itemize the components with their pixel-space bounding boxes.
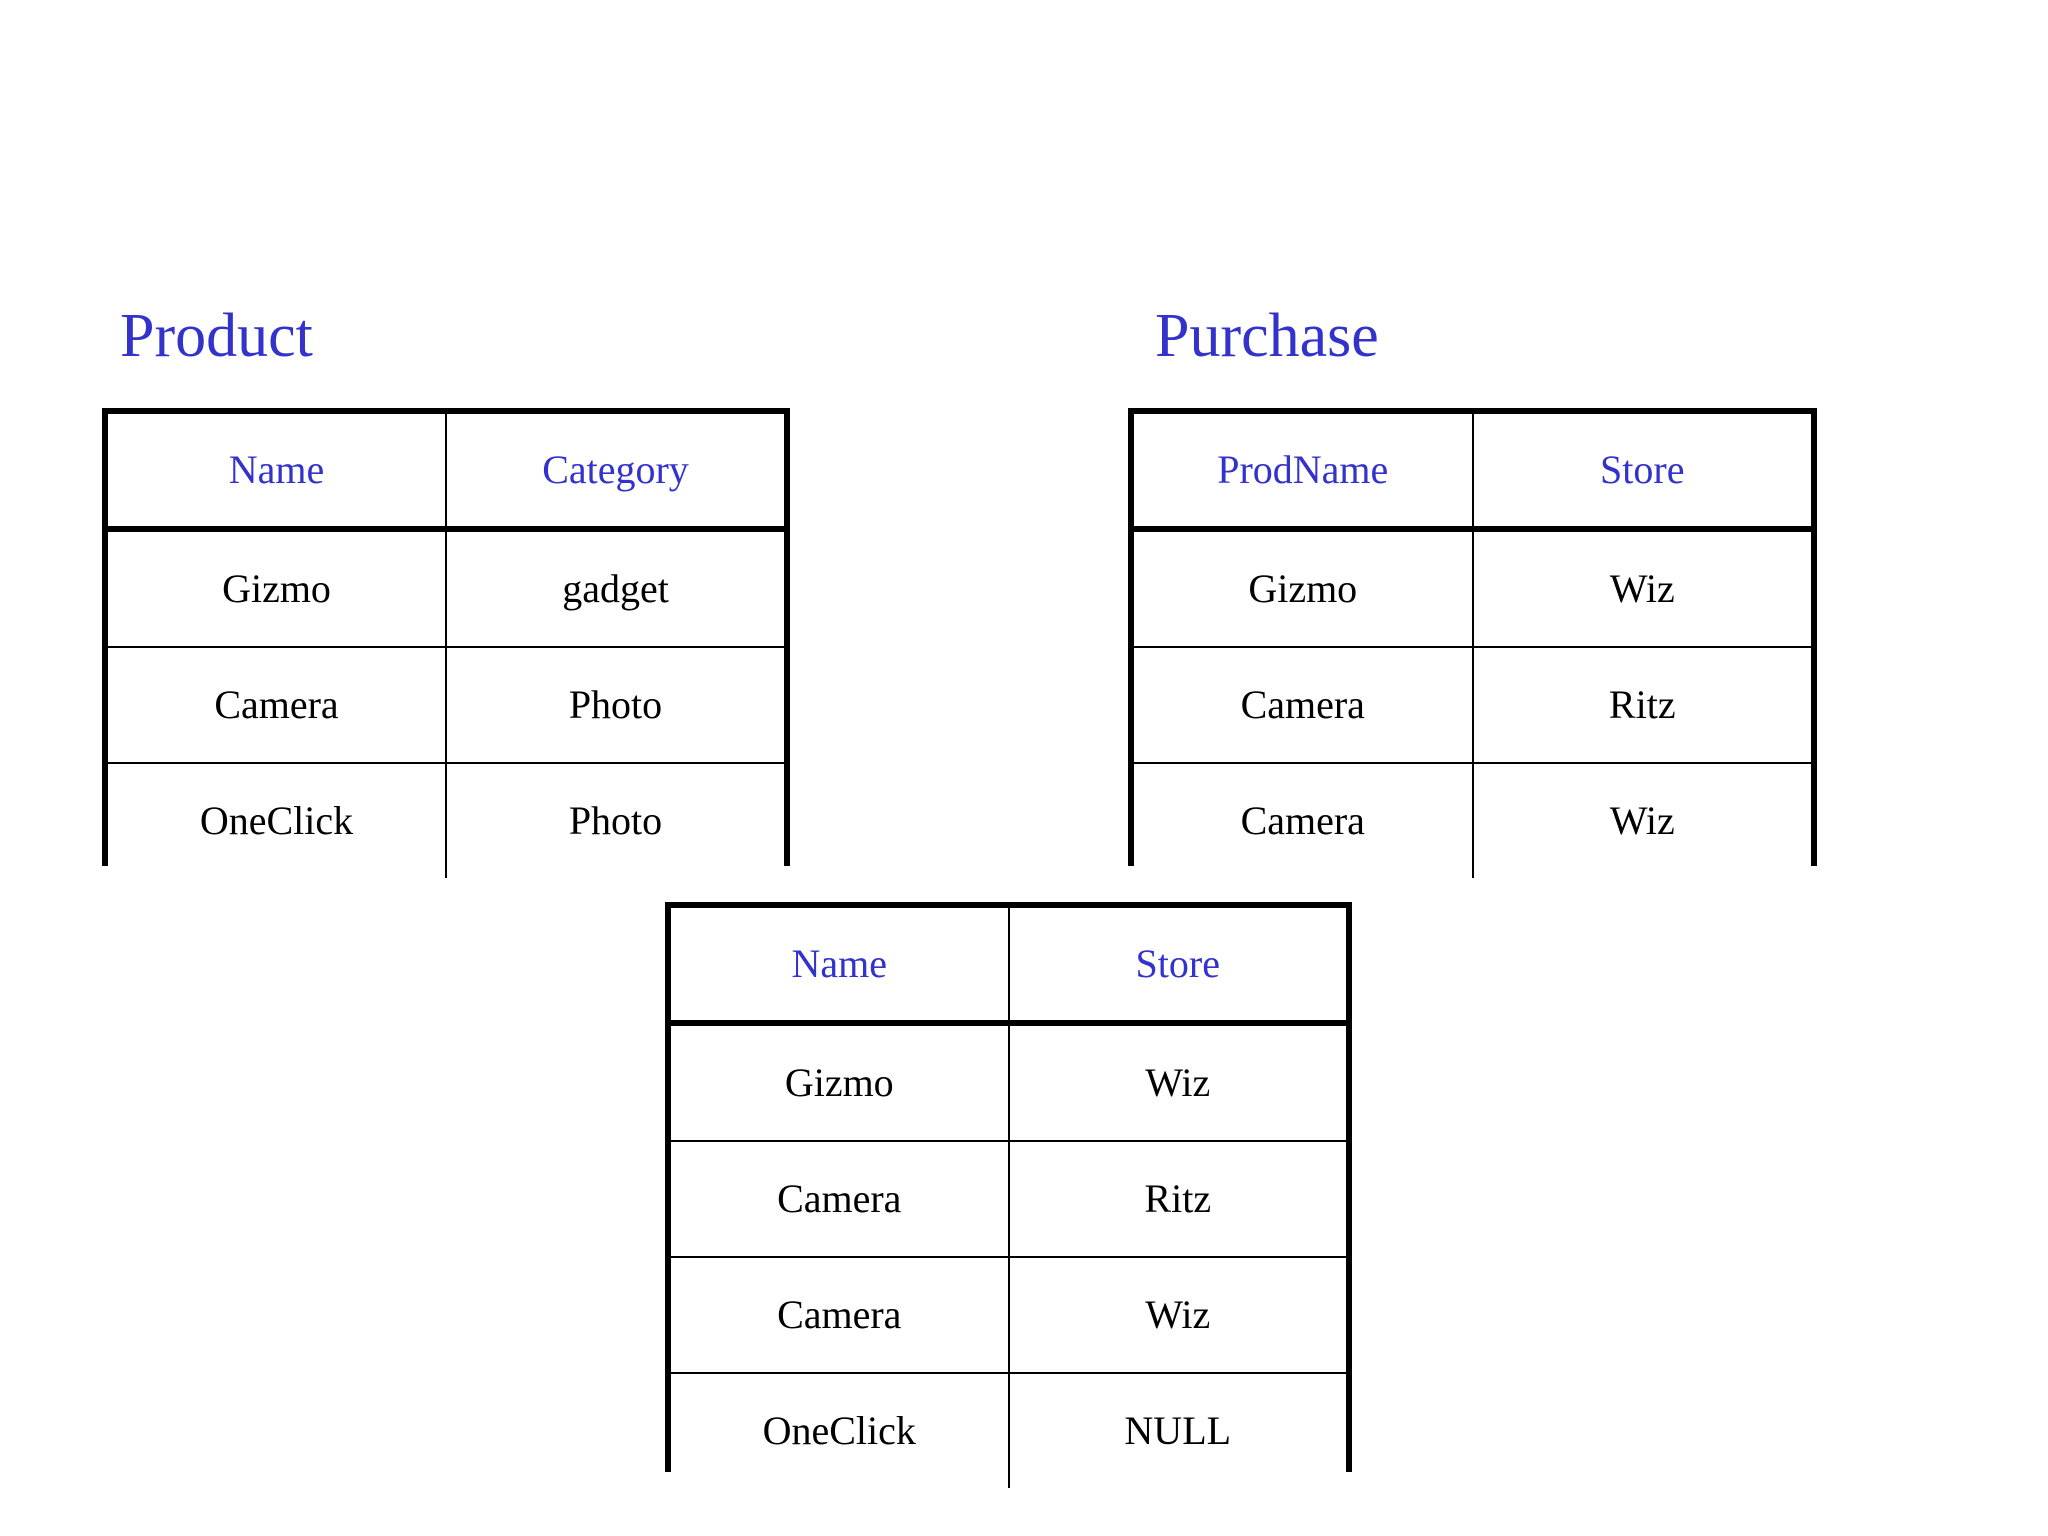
table-row: Camera Wiz [671,1256,1346,1374]
column-header-store: Store [1007,908,1346,1026]
table-cell: Wiz [1471,762,1811,878]
table-cell: Gizmo [108,528,447,648]
result-table: Name Store Gizmo Wiz Camera Ritz Camera … [665,902,1352,1488]
product-grid: Name Category Gizmo gadget Camera Photo … [108,414,784,878]
purchase-table-title: Purchase [1155,302,1379,370]
table-cell: Camera [1134,646,1474,764]
column-header-store: Store [1471,414,1811,532]
table-row: Camera Wiz [1134,762,1811,878]
table-cell: Camera [1134,762,1474,878]
table-cell: OneClick [108,762,447,878]
table-header-row: Name Category [108,414,784,532]
table-row: Camera Ritz [671,1140,1346,1258]
table-cell: Photo [445,762,784,878]
table-row: Gizmo gadget [108,528,784,648]
table-row: Camera Ritz [1134,646,1811,764]
table-cell: Gizmo [1134,528,1474,648]
table-cell: Camera [671,1140,1010,1258]
table-row: OneClick Photo [108,762,784,878]
table-cell: Wiz [1471,528,1811,648]
purchase-grid: ProdName Store Gizmo Wiz Camera Ritz Cam… [1134,414,1811,878]
column-header-prodname: ProdName [1134,414,1474,532]
table-header-row: ProdName Store [1134,414,1811,532]
table-cell: Wiz [1007,1256,1346,1374]
column-header-name: Name [671,908,1010,1026]
product-table: Name Category Gizmo gadget Camera Photo … [102,408,790,878]
table-cell: Camera [671,1256,1010,1374]
purchase-table: ProdName Store Gizmo Wiz Camera Ritz Cam… [1128,408,1817,878]
table-cell: Gizmo [671,1022,1010,1142]
table-header-row: Name Store [671,908,1346,1026]
table-cell: OneClick [671,1372,1010,1488]
column-header-name: Name [108,414,447,532]
column-header-category: Category [445,414,784,532]
table-cell: Ritz [1471,646,1811,764]
table-row: Camera Photo [108,646,784,764]
table-cell: Photo [445,646,784,764]
table-cell: gadget [445,528,784,648]
table-row: Gizmo Wiz [671,1022,1346,1142]
table-cell: Camera [108,646,447,764]
result-grid: Name Store Gizmo Wiz Camera Ritz Camera … [671,908,1346,1488]
product-table-title: Product [120,302,313,370]
null-value-cell: NULL [1007,1372,1346,1488]
table-cell: Ritz [1007,1140,1346,1258]
table-cell: Wiz [1007,1022,1346,1142]
table-row: Gizmo Wiz [1134,528,1811,648]
table-row: OneClick NULL [671,1372,1346,1488]
